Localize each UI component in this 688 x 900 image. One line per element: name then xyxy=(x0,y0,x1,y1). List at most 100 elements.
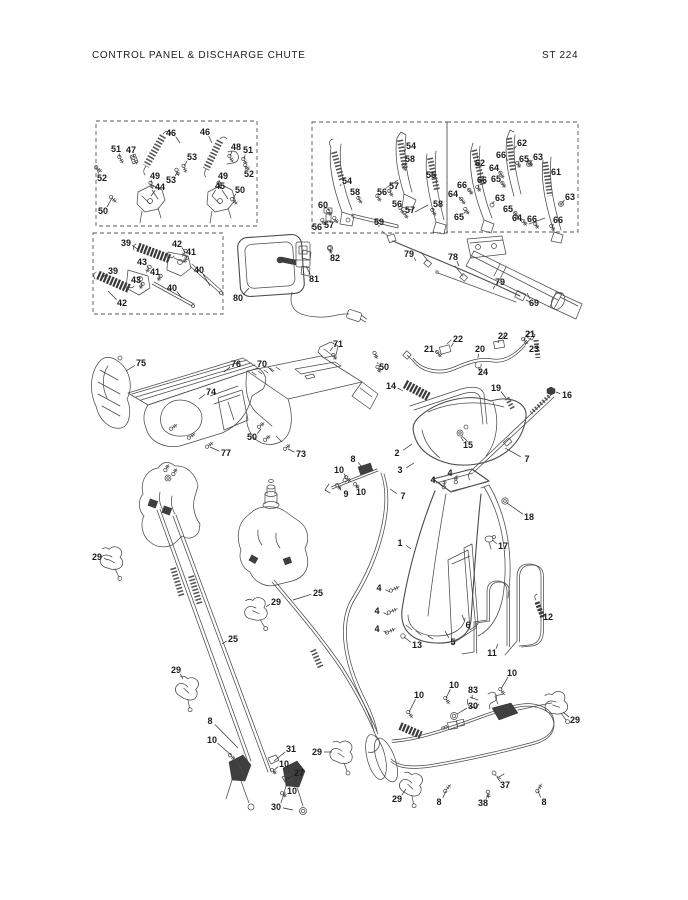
screw-part xyxy=(356,195,363,204)
detail-box-4 xyxy=(92,232,224,315)
leader-line xyxy=(442,790,447,798)
leader-line xyxy=(497,339,500,344)
spring-part xyxy=(427,157,440,191)
model-number: ST 224 xyxy=(542,50,579,61)
leader-line xyxy=(106,197,113,208)
screw-part xyxy=(443,784,451,793)
screw-part xyxy=(435,350,442,358)
spring-part xyxy=(504,396,516,411)
leader-line xyxy=(517,162,519,165)
crank-rod-assembly-drawing xyxy=(139,462,272,773)
screw-part xyxy=(148,180,155,190)
leader-line xyxy=(562,711,570,718)
screw-part xyxy=(204,441,214,449)
screw-part xyxy=(521,218,528,226)
leader-line xyxy=(179,673,184,680)
deflector-cable-kit-drawing xyxy=(402,331,536,376)
detail-box-1 xyxy=(95,120,258,227)
leader-line xyxy=(529,159,533,164)
leader-line xyxy=(267,366,274,373)
screw-part xyxy=(375,364,382,373)
detail-box-3 xyxy=(446,121,579,233)
leader-line xyxy=(548,174,551,178)
leader-line xyxy=(183,160,188,167)
leader-line xyxy=(551,223,554,228)
spring-part xyxy=(506,137,516,171)
grip-part xyxy=(136,242,172,264)
wire-guard-drawing xyxy=(461,563,544,656)
callout-leader-lines xyxy=(96,136,570,811)
screw-part xyxy=(168,423,178,431)
leader-line xyxy=(458,196,463,201)
remote-lever-kit-drawing xyxy=(323,131,447,235)
leader-line xyxy=(103,557,109,561)
spring-part xyxy=(202,139,224,171)
cable-clamp-parts xyxy=(98,545,573,809)
detail-box-2 xyxy=(311,121,448,234)
leader-line xyxy=(513,145,517,150)
screw-part xyxy=(320,217,327,226)
screw-part xyxy=(515,160,522,168)
spring-part xyxy=(471,149,486,186)
screw-part xyxy=(549,223,556,231)
screw-part xyxy=(131,155,138,165)
leader-line xyxy=(150,190,156,197)
screw-part xyxy=(335,483,342,490)
leader-line xyxy=(150,180,152,184)
leader-line xyxy=(214,724,239,749)
leader-line xyxy=(141,283,143,286)
leader-line xyxy=(445,689,451,699)
leader-line xyxy=(305,265,311,275)
leader-line xyxy=(408,699,416,713)
leader-line xyxy=(285,775,293,781)
screw-part xyxy=(227,153,234,163)
leader-line xyxy=(217,742,232,756)
leader-line xyxy=(413,257,417,262)
screw-part xyxy=(283,444,291,451)
screw-part xyxy=(228,753,236,760)
screw-part xyxy=(181,248,188,257)
leader-line xyxy=(500,391,507,399)
screw-part xyxy=(498,170,505,179)
cable-clamp-part xyxy=(329,740,353,776)
screw-part xyxy=(327,245,333,254)
leader-line xyxy=(501,181,504,185)
screw-part xyxy=(138,281,145,289)
leader-line xyxy=(355,484,358,489)
leader-line xyxy=(321,220,324,224)
cable-clamp-part xyxy=(241,595,271,635)
leader-line xyxy=(526,292,531,300)
leader-line xyxy=(453,476,456,481)
leader-line xyxy=(282,807,294,811)
leader-line xyxy=(327,208,330,212)
control-panel-drawing xyxy=(237,233,368,323)
leader-line xyxy=(403,636,412,643)
leader-line xyxy=(499,171,502,175)
leader-line xyxy=(444,630,450,639)
leader-line xyxy=(405,545,412,550)
leader-line xyxy=(491,200,495,205)
leader-line xyxy=(383,612,389,616)
cable-clamp-part xyxy=(98,545,125,583)
leader-line xyxy=(523,337,526,341)
screw-part xyxy=(372,350,379,359)
wire-harness-drawing xyxy=(381,230,535,305)
screw-part xyxy=(243,163,250,171)
leader-line xyxy=(477,353,479,359)
leader-line xyxy=(403,149,406,153)
leader-line xyxy=(456,707,467,715)
clutch-cable-loop-drawing xyxy=(365,691,555,783)
deflector-assembly-drawing xyxy=(409,386,556,550)
leader-line xyxy=(272,766,279,772)
leader-line xyxy=(513,211,517,215)
screw-part xyxy=(459,196,466,205)
leader-line xyxy=(232,193,237,200)
leader-line xyxy=(492,285,496,290)
leader-line xyxy=(506,502,524,515)
leader-line xyxy=(221,640,227,645)
clip-71-drawing xyxy=(317,341,339,359)
cable-clamp-part xyxy=(171,674,201,713)
leader-line xyxy=(96,168,99,174)
